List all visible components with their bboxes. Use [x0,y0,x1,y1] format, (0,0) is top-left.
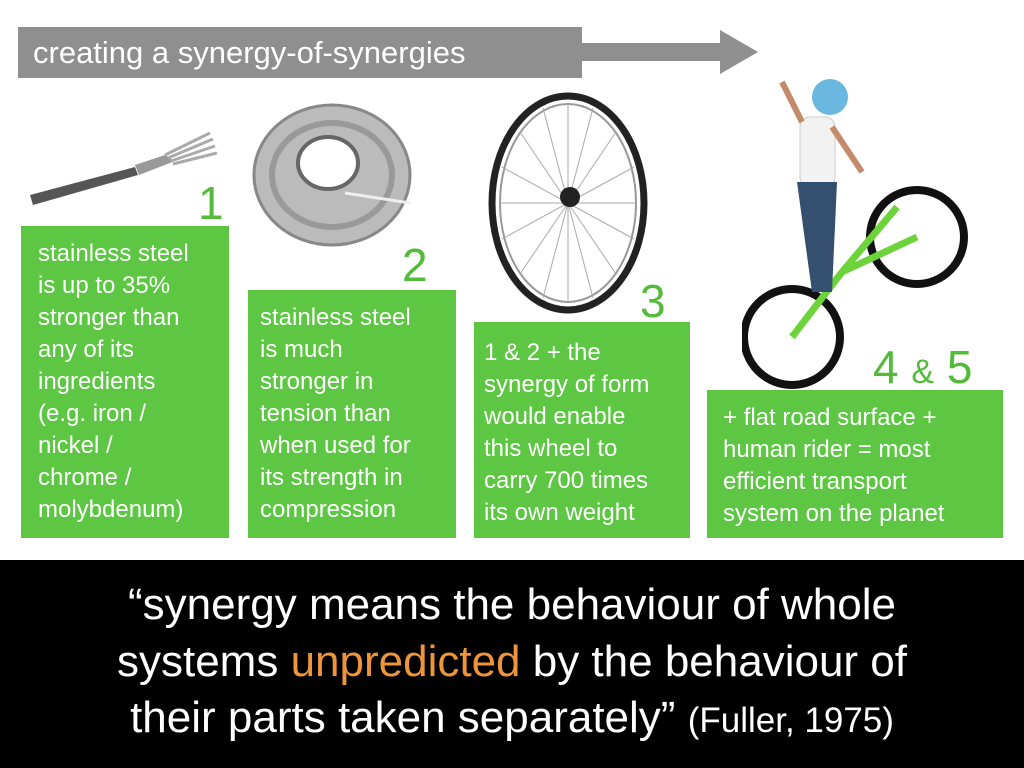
quote-line-2: systems unpredicted by the behaviour of [0,634,1024,691]
quote-text: their parts taken separately” [130,693,676,742]
text-line: stronger than [38,304,180,331]
text-line: ingredients [38,368,156,395]
text-line: stronger in [260,368,374,395]
quote-text: by the behaviour of [520,636,907,686]
arrow-right-icon [582,30,758,74]
step-number-3: 3 [640,275,666,327]
text-line: stainless steel [260,304,411,331]
text-line: tension than [260,400,391,427]
text-line: this wheel to [484,435,618,462]
text-line: human rider = most [723,436,931,463]
text-line: compression [260,496,397,523]
bicycle-wheel-image [488,92,648,314]
text-line: synergy of form [484,371,650,398]
step-box-2: stainless steel is much stronger in tens… [248,290,456,538]
wire-coil-image [252,103,412,247]
text-line: + flat road surface + [723,404,937,431]
quote-line-1: “synergy means the behaviour of whole [128,580,896,629]
text-line: nickel / [38,432,113,459]
text-line: 1 & 2 + the [484,339,601,366]
quote-highlight: unpredicted [290,636,521,686]
bmx-rider-image [742,79,968,389]
number-4: 4 [873,341,899,393]
step-number-1: 1 [198,177,224,229]
slide-title: creating a synergy-of-synergies [18,27,582,78]
text-line: its strength in [260,464,403,491]
step-box-4-5: + flat road surface + human rider = most… [707,390,1003,538]
text-line: efficient transport [723,468,907,495]
step-number-4-5: 4 & 5 [873,344,972,395]
text-line: (e.g. iron / [38,400,147,427]
text-line: chrome / [38,464,132,491]
fork-image [30,131,218,205]
text-line: is much [260,336,343,363]
quote-band: “synergy means the behaviour of whole sy… [0,560,1024,768]
ampersand: & [911,353,935,391]
text-line: molybdenum) [38,496,184,523]
text-line: stainless steel [38,240,189,267]
quote-text: systems [116,636,291,686]
text-line: would enable [484,403,626,430]
step-number-2: 2 [402,239,428,291]
quote-line-3: their parts taken separately” (Fuller, 1… [0,690,1024,750]
step-box-3: 1 & 2 + the synergy of form would enable… [474,322,690,538]
step-box-1: stainless steel is up to 35% stronger th… [21,226,229,538]
text-line: is up to 35% [38,272,171,299]
text-line: when used for [260,432,411,459]
text-line: its own weight [484,499,635,526]
text-line: carry 700 times [484,467,649,494]
quote-citation: (Fuller, 1975) [687,701,894,740]
number-5: 5 [946,341,973,393]
text-line: any of its [38,336,135,363]
text-line: system on the planet [723,500,945,527]
